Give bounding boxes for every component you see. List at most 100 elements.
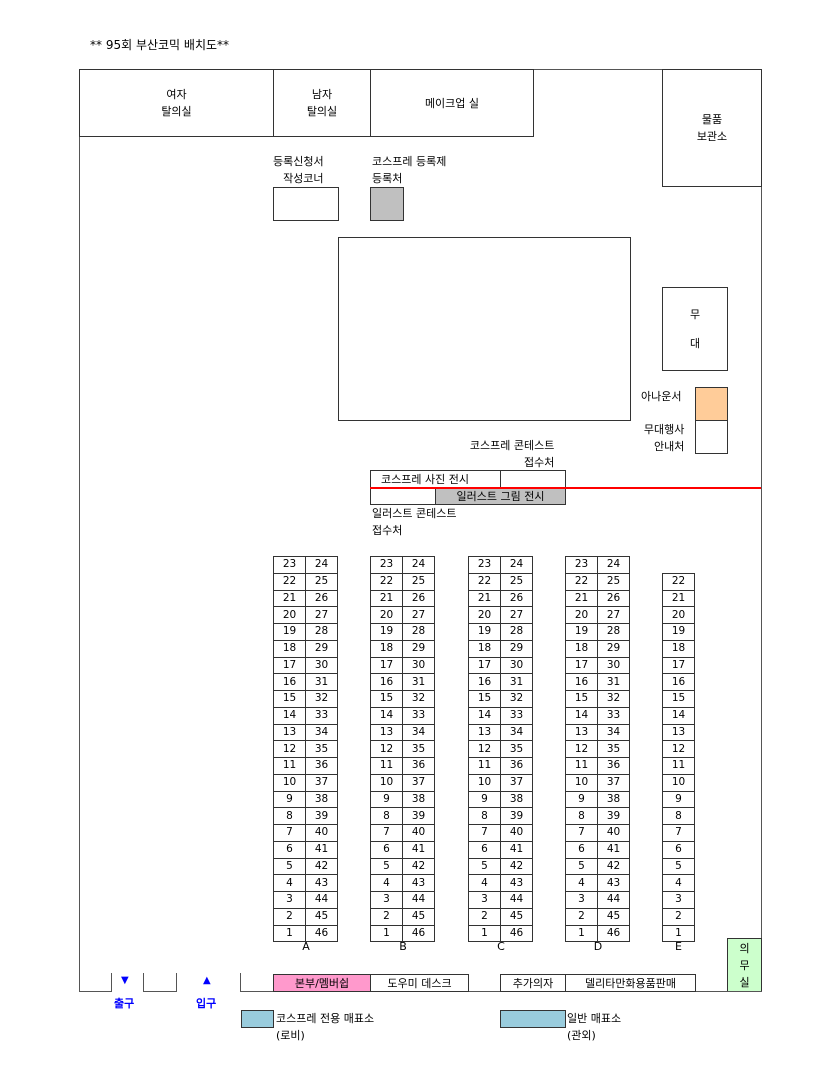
seat-cell[interactable]: 33: [402, 706, 435, 725]
seat-cell[interactable]: 28: [597, 623, 630, 641]
seat-cell[interactable]: 4: [370, 874, 403, 892]
seat-cell[interactable]: 12: [370, 740, 403, 758]
seat-cell[interactable]: 6: [662, 840, 695, 859]
seat-cell[interactable]: 7: [370, 824, 403, 842]
seat-cell[interactable]: 37: [597, 773, 630, 792]
seat-cell[interactable]: 4: [662, 874, 695, 892]
seat-cell[interactable]: 6: [468, 840, 501, 859]
seat-cell[interactable]: 19: [468, 623, 501, 641]
seat-cell[interactable]: 14: [273, 706, 306, 725]
seat-cell[interactable]: 14: [468, 706, 501, 725]
seat-cell[interactable]: 16: [370, 673, 403, 691]
seat-cell[interactable]: 38: [402, 790, 435, 809]
seat-cell[interactable]: 17: [468, 656, 501, 675]
seat-cell[interactable]: 4: [565, 874, 598, 892]
seat-cell[interactable]: 35: [402, 740, 435, 758]
seat-cell[interactable]: 43: [500, 874, 533, 892]
seat-cell[interactable]: 39: [597, 807, 630, 825]
seat-cell[interactable]: 10: [565, 773, 598, 792]
seat-cell[interactable]: 1: [565, 924, 598, 943]
seat-cell[interactable]: 24: [402, 556, 435, 574]
seat-cell[interactable]: 45: [305, 907, 338, 926]
seat-cell[interactable]: 5: [370, 857, 403, 876]
seat-cell[interactable]: 2: [468, 907, 501, 926]
seat-cell[interactable]: 11: [273, 757, 306, 775]
seat-cell[interactable]: 32: [500, 690, 533, 708]
seat-cell[interactable]: 40: [305, 824, 338, 842]
seat-cell[interactable]: 8: [370, 807, 403, 825]
seat-cell[interactable]: 43: [402, 874, 435, 892]
seat-cell[interactable]: 26: [402, 589, 435, 608]
exit-label[interactable]: 출구: [114, 997, 135, 1010]
seat-cell[interactable]: 25: [500, 572, 533, 591]
seat-cell[interactable]: 19: [662, 623, 695, 641]
seat-cell[interactable]: 17: [565, 656, 598, 675]
seat-cell[interactable]: 41: [402, 840, 435, 859]
seat-cell[interactable]: 28: [305, 623, 338, 641]
seat-cell[interactable]: 7: [662, 824, 695, 842]
seat-cell[interactable]: 37: [305, 773, 338, 792]
seat-cell[interactable]: 46: [500, 924, 533, 943]
seat-cell[interactable]: 24: [305, 556, 338, 574]
seat-cell[interactable]: 27: [597, 606, 630, 624]
seat-cell[interactable]: 5: [273, 857, 306, 876]
seat-cell[interactable]: 2: [273, 907, 306, 926]
seat-cell[interactable]: 3: [662, 891, 695, 909]
seat-cell[interactable]: 46: [305, 924, 338, 943]
seat-cell[interactable]: 25: [597, 572, 630, 591]
seat-cell[interactable]: 6: [370, 840, 403, 859]
seat-cell[interactable]: 10: [662, 773, 695, 792]
seat-cell[interactable]: 9: [273, 790, 306, 809]
seat-cell[interactable]: 26: [500, 589, 533, 608]
seat-cell[interactable]: 32: [305, 690, 338, 708]
seat-cell[interactable]: 16: [273, 673, 306, 691]
seat-cell[interactable]: 26: [597, 589, 630, 608]
seat-cell[interactable]: 43: [305, 874, 338, 892]
seat-cell[interactable]: 30: [305, 656, 338, 675]
seat-cell[interactable]: 36: [597, 757, 630, 775]
seat-cell[interactable]: 38: [305, 790, 338, 809]
seat-cell[interactable]: 4: [273, 874, 306, 892]
seat-cell[interactable]: 20: [565, 606, 598, 624]
seat-cell[interactable]: 9: [468, 790, 501, 809]
seat-cell[interactable]: 12: [565, 740, 598, 758]
seat-cell[interactable]: 31: [402, 673, 435, 691]
seat-cell[interactable]: 5: [662, 857, 695, 876]
seat-cell[interactable]: 27: [305, 606, 338, 624]
seat-cell[interactable]: 21: [468, 589, 501, 608]
seat-cell[interactable]: 7: [468, 824, 501, 842]
seat-cell[interactable]: 31: [305, 673, 338, 691]
seat-cell[interactable]: 22: [468, 572, 501, 591]
seat-cell[interactable]: 15: [662, 690, 695, 708]
seat-cell[interactable]: 7: [565, 824, 598, 842]
seat-cell[interactable]: 3: [273, 891, 306, 909]
seat-cell[interactable]: 3: [468, 891, 501, 909]
seat-cell[interactable]: 2: [662, 907, 695, 926]
seat-cell[interactable]: 39: [305, 807, 338, 825]
seat-cell[interactable]: 45: [500, 907, 533, 926]
seat-cell[interactable]: 31: [500, 673, 533, 691]
seat-cell[interactable]: 37: [500, 773, 533, 792]
seat-cell[interactable]: 42: [402, 857, 435, 876]
seat-cell[interactable]: 41: [500, 840, 533, 859]
seat-cell[interactable]: 44: [305, 891, 338, 909]
seat-cell[interactable]: 23: [370, 556, 403, 574]
seat-cell[interactable]: 2: [565, 907, 598, 926]
seat-cell[interactable]: 19: [370, 623, 403, 641]
seat-cell[interactable]: 15: [273, 690, 306, 708]
seat-cell[interactable]: 23: [468, 556, 501, 574]
seat-cell[interactable]: 13: [662, 723, 695, 742]
seat-cell[interactable]: 34: [500, 723, 533, 742]
seat-cell[interactable]: 17: [662, 656, 695, 675]
seat-cell[interactable]: 29: [597, 639, 630, 658]
seat-cell[interactable]: 33: [305, 706, 338, 725]
seat-cell[interactable]: 26: [305, 589, 338, 608]
seat-cell[interactable]: 10: [370, 773, 403, 792]
seat-cell[interactable]: 13: [273, 723, 306, 742]
seat-cell[interactable]: 5: [565, 857, 598, 876]
seat-cell[interactable]: 32: [402, 690, 435, 708]
seat-cell[interactable]: 34: [305, 723, 338, 742]
seat-cell[interactable]: 29: [402, 639, 435, 658]
seat-cell[interactable]: 1: [662, 924, 695, 943]
seat-cell[interactable]: 41: [305, 840, 338, 859]
